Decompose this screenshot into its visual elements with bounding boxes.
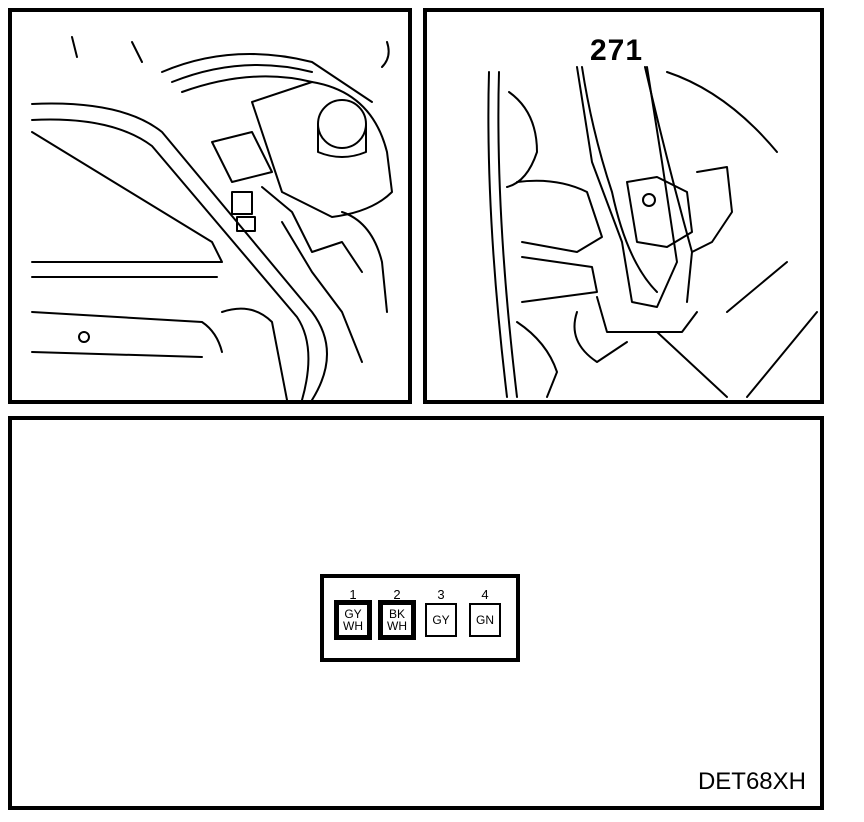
connector-location-view: 271 [423,8,824,404]
pin-wire-color: GY WH [334,600,372,640]
pin-4: 4 GN [466,588,504,637]
connector-pinout-panel: 1 GY WH 2 BK WH 3 GY 4 GN DET68XH [8,416,824,810]
pin-number: 2 [393,587,401,602]
wire-color-stripe: WH [343,619,363,633]
wire-color-stripe: WH [387,619,407,633]
wire-color-primary: GN [476,613,494,627]
pin-wire-color: GN [469,603,501,637]
pin-wire-color: GY [425,603,457,637]
pin-2: 2 BK WH [378,587,416,640]
pin-3: 3 GY [422,588,460,637]
pin-1: 1 GY WH [334,587,372,640]
wire-color-primary: BK [388,607,405,621]
detail-callout-number: 271 [590,34,644,67]
connector-location-illustration [487,66,818,398]
diagram-code: DET68XH [697,768,806,795]
pin-wire-color: BK WH [378,600,416,640]
wire-color-primary: GY [344,607,362,621]
connector-face: 1 GY WH 2 BK WH 3 GY 4 GN [320,574,520,662]
pin-number: 3 [437,587,445,602]
pin-number: 1 [349,587,357,602]
pin-number: 4 [481,587,489,602]
engine-compartment-illustration [31,36,393,400]
engine-compartment-view [8,8,412,404]
wire-color-primary: GY [432,613,450,627]
